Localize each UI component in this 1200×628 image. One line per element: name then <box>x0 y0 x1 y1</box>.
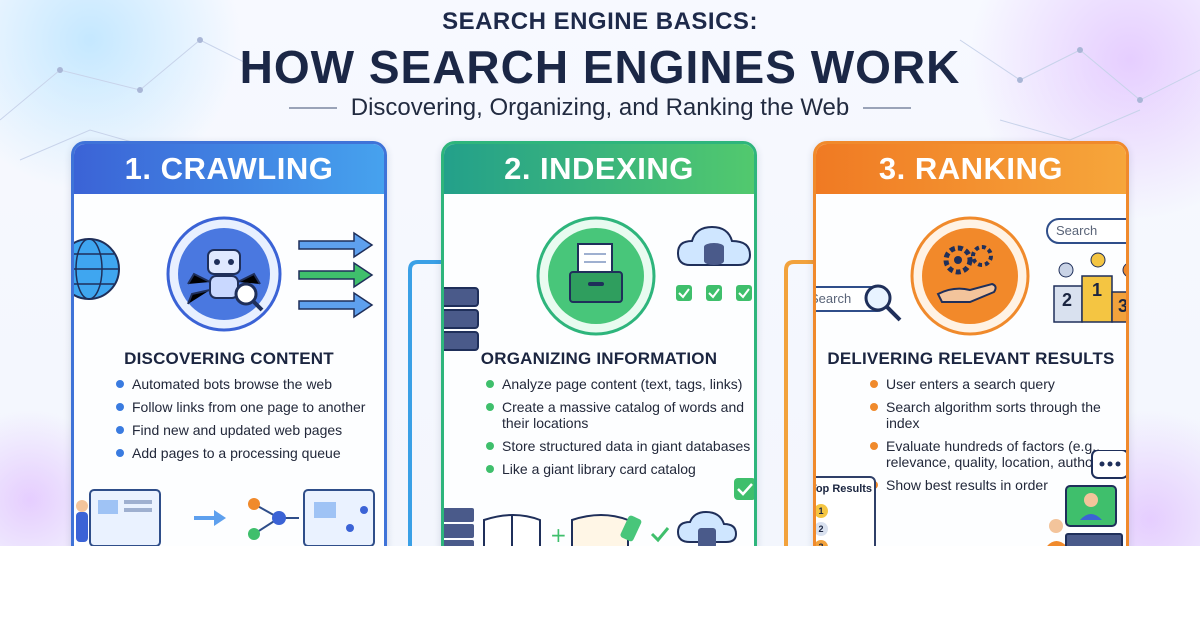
chat-bubble-icon <box>1091 450 1126 479</box>
indexing-bullet-3: Store structured data in giant databases <box>502 438 751 454</box>
list-item: Follow links from one page to another <box>116 399 376 415</box>
panel-ranking-body: Search Search 2 1 3 <box>816 194 1126 546</box>
podium-icon: 2 1 3 <box>1052 252 1129 324</box>
file-drawer-icon <box>536 216 656 336</box>
bullet-dot <box>116 449 124 457</box>
list-item: Find new and updated web pages <box>116 422 376 438</box>
gears-hand-icon <box>910 216 1030 336</box>
crawling-bullet-2: Follow links from one page to another <box>132 399 366 415</box>
spider-bot-icon <box>166 216 282 332</box>
list-item: Create a massive catalog of words and th… <box>486 399 751 431</box>
podium-first-label: 1 <box>1092 280 1103 300</box>
indexing-bullet-1: Analyze page content (text, tags, links) <box>502 376 743 392</box>
ranking-bullet-list: User enters a search query Search algori… <box>870 376 1120 500</box>
bullet-dot <box>870 403 878 411</box>
infographic-canvas: SEARCH ENGINE BASICS: HOW SEARCH ENGINES… <box>0 0 1200 546</box>
bullet-dot <box>870 442 878 450</box>
globe-icon <box>74 238 120 300</box>
indexing-bullet-list: Analyze page content (text, tags, links)… <box>486 376 751 484</box>
panel-ranking-heading: 3. RANKING <box>816 144 1126 194</box>
ranking-bullet-1: User enters a search query <box>886 376 1055 392</box>
list-item: User enters a search query <box>870 376 1120 392</box>
crawling-bullet-3: Find new and updated web pages <box>132 422 343 438</box>
subtitle-divider-right <box>863 107 912 109</box>
panel-ranking: 3. RANKING Search Search <box>813 141 1129 546</box>
podium-second-label: 2 <box>1062 290 1073 310</box>
result-rank-1: 1 <box>816 504 828 518</box>
podium-third-label: 3 <box>1118 296 1129 316</box>
subtitle-row: Discovering, Organizing, and Ranking the… <box>0 94 1200 122</box>
list-item: Search algorithm sorts through the index <box>870 399 1120 431</box>
cloud-database-icon <box>676 225 752 301</box>
result-rank-3: 3 <box>816 540 828 546</box>
person-at-screen-icon <box>76 500 88 542</box>
page-subtitle: Discovering, Organizing, and Ranking the… <box>350 94 850 121</box>
indexing-section-title: ORGANIZING INFORMATION <box>480 349 718 368</box>
bullet-dot <box>116 380 124 388</box>
bullet-dot <box>116 403 124 411</box>
bullet-dot <box>870 380 878 388</box>
panel-indexing: 2. INDEXING <box>441 141 757 546</box>
panel-indexing-heading: 2. INDEXING <box>444 144 754 194</box>
checkmark-icon <box>676 285 752 301</box>
list-item: Analyze page content (text, tags, links) <box>486 376 751 392</box>
list-item: Evaluate hundreds of factors (e.g., rele… <box>870 438 1120 470</box>
bullet-dot <box>486 465 494 473</box>
panel-crawling-heading: 1. CRAWLING <box>74 144 384 194</box>
crawling-bullet-list: Automated bots browse the web Follow lin… <box>116 376 376 468</box>
top-results-label: Top Results <box>813 483 873 495</box>
index-illustration: + <box>444 478 754 546</box>
result-rank-2: 2 <box>816 522 828 536</box>
person-laptop-icon <box>1047 450 1126 546</box>
ranking-bullet-4: Show best results in order <box>886 477 1048 493</box>
crawling-bullet-4: Add pages to a processing queue <box>132 445 341 461</box>
panel-crawling: 1. CRAWLING <box>71 141 387 546</box>
podium-graphic <box>1053 252 1126 323</box>
list-item: Automated bots browse the web <box>116 376 376 392</box>
search-placeholder-left: Search <box>813 291 852 306</box>
list-item: Add pages to a processing queue <box>116 445 376 461</box>
crawling-bullet-1: Automated bots browse the web <box>132 376 333 392</box>
ranking-bullet-2: Search algorithm sorts through the index <box>886 399 1101 431</box>
bullet-dot <box>486 403 494 411</box>
indexing-bullet-2: Create a massive catalog of words and th… <box>502 399 745 431</box>
page-title: HOW SEARCH ENGINES WORK <box>239 41 961 93</box>
book-icon <box>483 514 541 546</box>
bottom-whitespace <box>0 546 1200 628</box>
list-item: Store structured data in giant databases <box>486 438 751 454</box>
bullet-dot <box>116 426 124 434</box>
search-placeholder-top: Search <box>1056 223 1098 238</box>
panel-indexing-body: ORGANIZING INFORMATION Analyze page cont… <box>444 194 754 546</box>
ranking-section-title: DELIVERING RELEVANT RESULTS <box>827 349 1115 368</box>
ranking-bullet-3: Evaluate hundreds of factors (e.g., rele… <box>886 438 1117 470</box>
svg-text:+: + <box>550 523 567 546</box>
arrows-icon <box>298 231 374 319</box>
search-input-top[interactable]: Search <box>1046 218 1126 244</box>
bullet-dot <box>486 442 494 450</box>
top-results-card: Top Results 1 2 3 <box>813 476 876 546</box>
magnifier-icon <box>864 284 902 322</box>
server-icon <box>444 287 479 351</box>
list-item: Like a giant library card catalog <box>486 461 751 477</box>
title-kicker: SEARCH ENGINE BASICS: <box>442 8 758 35</box>
indexing-bullet-4: Like a giant library card catalog <box>502 461 696 477</box>
subtitle-divider-left <box>288 107 337 109</box>
crawl-illustration <box>76 489 375 546</box>
crawling-section-title: DISCOVERING CONTENT <box>124 349 334 368</box>
bullet-dot <box>486 380 494 388</box>
panel-crawling-body: DISCOVERING CONTENT Automated bots brows… <box>74 194 384 546</box>
